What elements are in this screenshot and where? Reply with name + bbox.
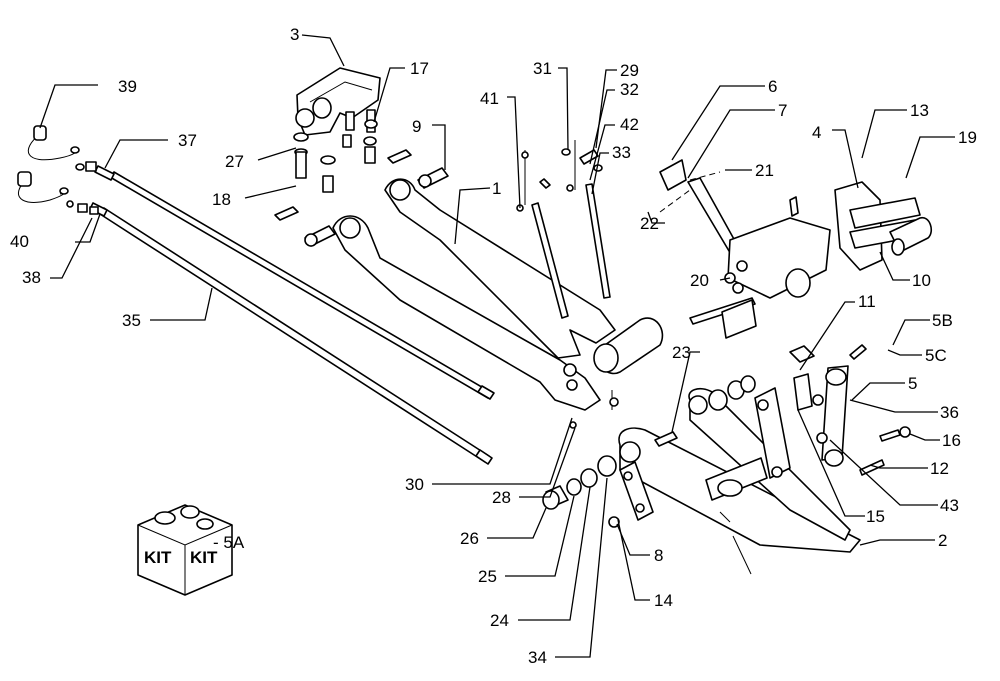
chains [516, 140, 611, 319]
callout-1: 1 [492, 179, 501, 198]
lift-arm-1 [332, 178, 664, 429]
callout-7: 7 [778, 101, 787, 120]
callout-31: 31 [533, 59, 552, 78]
pins-9 [274, 149, 449, 247]
callout-15: 15 [866, 507, 885, 526]
callout-17: 17 [410, 59, 429, 78]
callout-18: 18 [212, 190, 231, 209]
cylinder-5 [708, 344, 911, 479]
callout-3: 3 [290, 25, 299, 44]
callout-30: 30 [405, 475, 424, 494]
callout-9: 9 [412, 117, 421, 136]
callout-22: 22 [640, 214, 659, 233]
callout-32: 32 [620, 80, 639, 99]
callout-38: 38 [22, 268, 41, 287]
callout-21: 21 [755, 161, 774, 180]
callout-26: 26 [460, 529, 479, 548]
callout-2: 2 [938, 531, 947, 550]
callout-10: 10 [912, 271, 931, 290]
callout-14: 14 [654, 591, 673, 610]
leader-lines [39, 34, 955, 658]
callout-41: 41 [480, 89, 499, 108]
callout-28: 28 [492, 488, 511, 507]
callout-35: 35 [122, 311, 141, 330]
callout-39: 39 [118, 77, 137, 96]
callout-34: 34 [528, 648, 547, 667]
callout-16: 16 [942, 431, 961, 450]
callout-33: 33 [612, 143, 631, 162]
hose-35 [89, 202, 493, 465]
callout-6: 6 [768, 77, 777, 96]
callout-25: 25 [478, 567, 497, 586]
callout-42: 42 [620, 115, 639, 134]
callout-19: 19 [958, 128, 977, 147]
callout-5: 5 [908, 374, 917, 393]
pivot-bracket-assembly [659, 159, 932, 339]
hose-37 [94, 165, 495, 400]
kit-label-right: KIT [190, 548, 218, 567]
hardware-27-18-17 [293, 119, 378, 193]
callout-43: 43 [940, 496, 959, 515]
callout-36: 36 [940, 403, 959, 422]
dust-caps-39 [17, 125, 80, 203]
callout-13: 13 [910, 101, 929, 120]
callout-20: 20 [690, 271, 709, 290]
callout-5B: 5B [932, 311, 953, 330]
kit-box-5A: KIT KIT - 5A [137, 504, 245, 596]
callout-40: 40 [10, 232, 29, 251]
callout-12: 12 [930, 459, 949, 478]
callout-8: 8 [654, 546, 663, 565]
callout-11: 11 [858, 292, 876, 311]
callout-labels: 3 39 37 17 27 18 9 1 41 31 29 32 42 33 6… [10, 25, 977, 667]
kit-suffix: - 5A [213, 533, 245, 552]
callout-5C: 5C [925, 346, 947, 365]
pivot-hardware [542, 431, 678, 528]
callout-37: 37 [178, 131, 197, 150]
callout-4: 4 [812, 123, 821, 142]
callout-23: 23 [672, 343, 691, 362]
callout-27: 27 [225, 152, 244, 171]
callout-24: 24 [490, 611, 509, 630]
kit-label-left: KIT [144, 548, 172, 567]
callout-29: 29 [620, 61, 639, 80]
fittings-40-38 [66, 161, 99, 215]
